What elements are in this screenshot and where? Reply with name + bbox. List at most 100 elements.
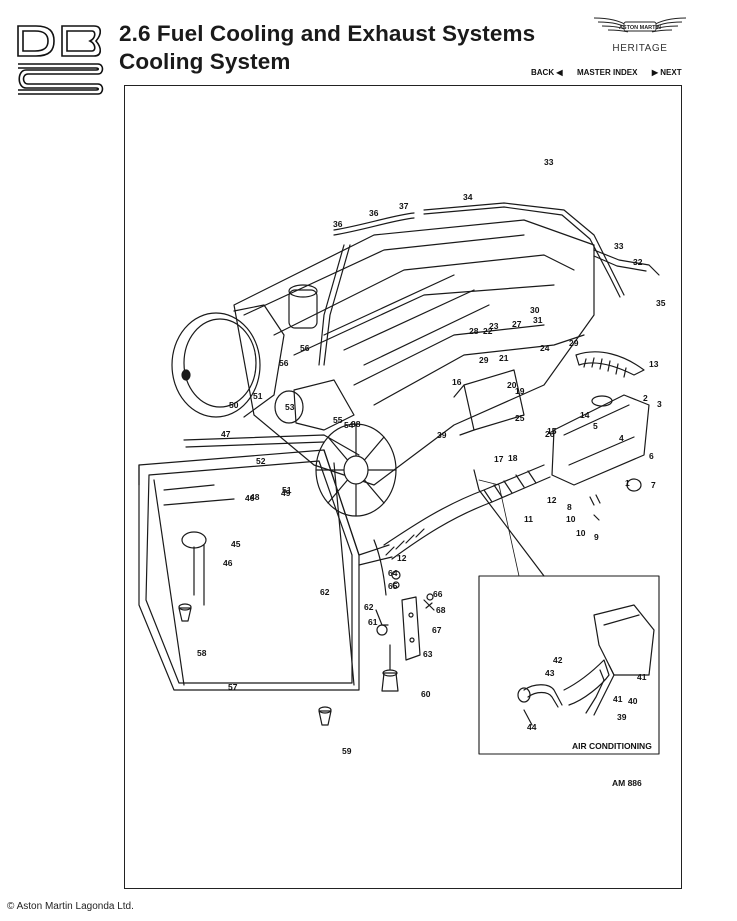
aston-martin-wings-icon: ASTON MARTIN <box>593 17 687 33</box>
callout-36: 36 <box>369 208 379 218</box>
back-link-label: BACK <box>531 68 555 77</box>
callout-27: 27 <box>512 319 522 329</box>
callout-1: 1 <box>625 478 630 488</box>
callout-54: 54 <box>344 420 354 430</box>
callout-57: 57 <box>228 682 238 692</box>
callout-55: 55 <box>333 415 343 425</box>
callout-23: 23 <box>489 321 499 331</box>
callout-41: 41 <box>637 672 647 682</box>
callout-29: 29 <box>569 338 579 348</box>
brand-badge-text: ASTON MARTIN <box>619 25 661 31</box>
callout-47: 47 <box>221 429 231 439</box>
callout-33: 33 <box>544 157 554 167</box>
page-title: 2.6 Fuel Cooling and Exhaust Systems Coo… <box>119 20 535 76</box>
callout-56: 56 <box>300 343 310 353</box>
page-title-subsection: Cooling System <box>119 49 291 74</box>
callout-10: 10 <box>576 528 586 538</box>
callout-7: 7 <box>651 480 656 490</box>
callout-39: 39 <box>437 430 447 440</box>
callout-49: 49 <box>281 488 291 498</box>
air-conditioning-label: AIR CONDITIONING <box>572 741 652 751</box>
callout-33: 33 <box>614 241 624 251</box>
callout-22: 22 <box>483 326 493 336</box>
callout-5: 5 <box>593 421 598 431</box>
callout-66: 66 <box>433 589 443 599</box>
callout-16: 16 <box>452 377 462 387</box>
callout-30: 30 <box>530 305 540 315</box>
callout-60: 60 <box>421 689 431 699</box>
bottom-hose <box>383 464 545 546</box>
callout-62: 62 <box>320 587 330 597</box>
callout-12: 12 <box>547 495 557 505</box>
aston-martin-heritage-badge: ASTON MARTIN HERITAGE <box>592 10 688 54</box>
master-index-link[interactable]: MASTER INDEX <box>576 68 638 77</box>
callout-68: 68 <box>436 605 446 615</box>
callout-4: 4 <box>619 433 624 443</box>
callout-59: 59 <box>342 746 352 756</box>
callout-51: 51 <box>253 391 263 401</box>
callout-20: 20 <box>507 380 517 390</box>
callout-18: 18 <box>508 453 518 463</box>
callout-29: 29 <box>479 355 489 365</box>
expansion-tank <box>551 394 650 486</box>
callout-48: 48 <box>250 492 260 502</box>
callout-11: 11 <box>524 514 533 524</box>
callout-24: 24 <box>540 343 550 353</box>
triangle-left-icon: ◀ <box>556 68 563 77</box>
callout-12: 12 <box>397 553 407 563</box>
callout-31: 31 <box>533 315 543 325</box>
callout-32: 32 <box>633 257 643 267</box>
page-navigation: BACK ◀ MASTER INDEX ▶ NEXT <box>531 68 682 77</box>
callout-14: 14 <box>580 410 590 420</box>
callout-58: 58 <box>197 648 207 658</box>
callout-40: 40 <box>628 696 638 706</box>
callout-61: 61 <box>368 617 378 627</box>
callout-50: 50 <box>229 400 239 410</box>
figure-frame <box>124 85 682 889</box>
callout-2: 2 <box>643 393 648 403</box>
dbs-logo <box>17 25 104 95</box>
callout-28: 28 <box>469 326 479 336</box>
page-title-section: 2.6 Fuel Cooling and Exhaust Systems <box>119 21 536 46</box>
engine-block <box>233 219 595 486</box>
callout-10: 10 <box>566 514 576 524</box>
callout-34: 34 <box>463 192 473 202</box>
back-link[interactable]: BACK ◀ <box>531 68 563 77</box>
next-link[interactable]: ▶ NEXT <box>652 68 682 77</box>
crankshaft-pulley <box>171 312 261 418</box>
callout-3: 3 <box>657 399 662 409</box>
callout-19: 19 <box>515 386 525 396</box>
callout-64: 64 <box>388 568 398 578</box>
corrugated-hose <box>575 351 645 376</box>
callout-51: 51 <box>282 485 292 495</box>
callout-46: 46 <box>223 558 233 568</box>
callout-21: 21 <box>499 353 509 363</box>
next-link-label: NEXT <box>660 68 682 77</box>
callout-62: 62 <box>364 602 374 612</box>
callout-52: 52 <box>256 456 266 466</box>
heritage-label: HERITAGE <box>612 43 668 54</box>
drawing-reference: AM 886 <box>612 778 642 788</box>
callout-41: 41 <box>613 694 623 704</box>
callout-44: 44 <box>527 722 537 732</box>
callout-8: 8 <box>567 502 572 512</box>
callout-38: 38 <box>351 419 361 429</box>
callout-46: 46 <box>245 493 255 503</box>
callout-39: 39 <box>617 712 627 722</box>
callout-13: 13 <box>649 359 659 369</box>
callout-53: 53 <box>285 402 295 412</box>
radiator <box>138 449 360 691</box>
air-conditioning-inset <box>478 575 660 755</box>
callout-17: 17 <box>494 454 504 464</box>
callout-9: 9 <box>594 532 599 542</box>
callout-43: 43 <box>545 668 555 678</box>
callout-6: 6 <box>649 451 654 461</box>
callout-37: 37 <box>399 201 409 211</box>
callout-67: 67 <box>432 625 442 635</box>
copyright-notice: © Aston Martin Lagonda Ltd. <box>7 901 134 912</box>
callout-25: 25 <box>515 413 525 423</box>
triangle-right-icon: ▶ <box>651 68 659 77</box>
callout-63: 63 <box>423 649 433 659</box>
callout-36: 36 <box>333 219 343 229</box>
